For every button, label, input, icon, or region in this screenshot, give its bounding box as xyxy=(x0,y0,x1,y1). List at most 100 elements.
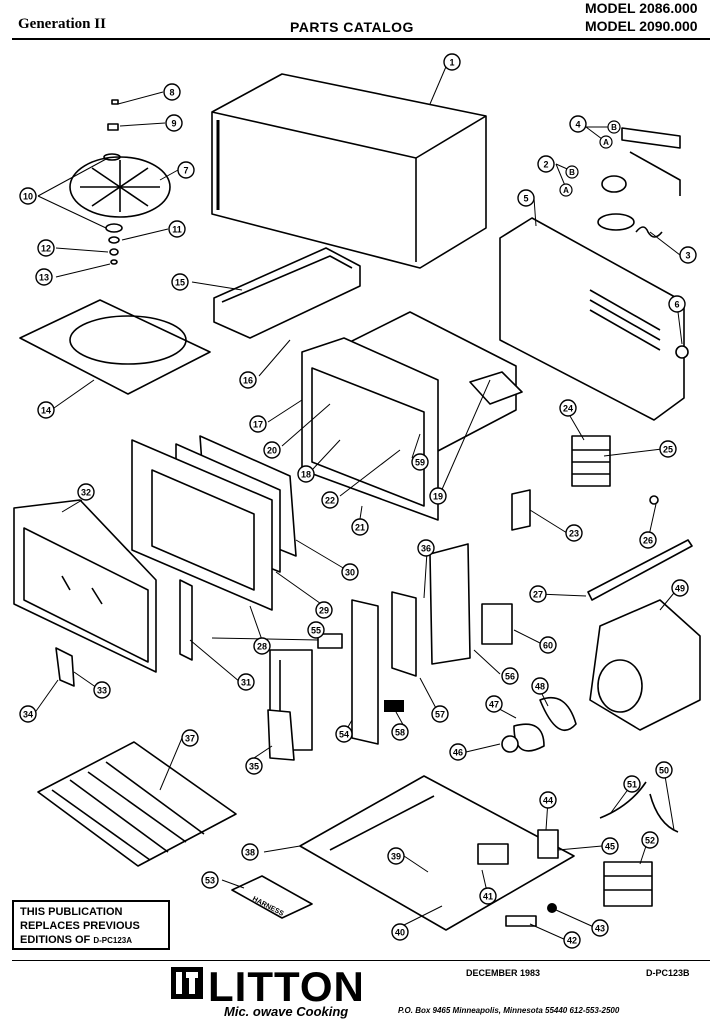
svg-text:7: 7 xyxy=(183,166,188,176)
svg-text:B: B xyxy=(611,123,617,132)
callout-37: 37 xyxy=(181,729,199,747)
callout-56: 56 xyxy=(501,667,519,685)
callout-46: 46 xyxy=(449,743,467,761)
callout-16: 16 xyxy=(239,371,257,389)
part-blower-housing xyxy=(589,599,701,731)
svg-text:44: 44 xyxy=(543,796,553,806)
svg-text:14: 14 xyxy=(41,406,51,416)
callout-2: 2 xyxy=(537,155,555,173)
svg-text:43: 43 xyxy=(595,924,605,934)
part-bracket xyxy=(621,127,681,149)
callout-1: 1 xyxy=(443,53,461,71)
svg-text:6: 6 xyxy=(674,300,679,310)
sub-label-a: A xyxy=(559,183,573,197)
notice-doc: D-PC123A xyxy=(93,936,133,945)
footer-rule xyxy=(12,960,710,961)
sub-label-b: B xyxy=(565,165,579,179)
callout-5: 5 xyxy=(517,189,535,207)
svg-text:51: 51 xyxy=(627,780,637,790)
svg-text:17: 17 xyxy=(253,420,263,430)
svg-text:29: 29 xyxy=(319,606,329,616)
callout-36: 36 xyxy=(417,539,435,557)
svg-text:59: 59 xyxy=(415,458,425,468)
svg-text:23: 23 xyxy=(569,529,579,539)
callout-27: 27 xyxy=(529,585,547,603)
part-shelf xyxy=(37,741,237,867)
callout-8: 8 xyxy=(163,83,181,101)
svg-text:38: 38 xyxy=(245,848,255,858)
svg-text:21: 21 xyxy=(355,523,365,533)
callout-10: 10 xyxy=(19,187,37,205)
callout-9: 9 xyxy=(165,114,183,132)
callout-53: 53 xyxy=(201,871,219,889)
svg-text:13: 13 xyxy=(39,273,49,283)
svg-text:11: 11 xyxy=(172,225,182,235)
part-transformer xyxy=(603,861,653,907)
svg-text:10: 10 xyxy=(23,192,33,202)
callout-25: 25 xyxy=(659,440,677,458)
svg-text:48: 48 xyxy=(535,682,545,692)
callout-47: 47 xyxy=(485,695,503,713)
brand-tagline: Mic. owave Cooking xyxy=(224,1004,349,1019)
part-stirrer-fan xyxy=(69,99,171,265)
part-duct xyxy=(213,247,361,339)
svg-text:50: 50 xyxy=(659,766,669,776)
svg-text:60: 60 xyxy=(543,641,553,651)
litton-logo-icon xyxy=(171,967,203,999)
callout-22: 22 xyxy=(321,491,339,509)
callout-45: 45 xyxy=(601,837,619,855)
callout-33: 33 xyxy=(93,681,111,699)
brand-name: LITTON xyxy=(208,963,365,1010)
svg-text:45: 45 xyxy=(605,842,615,852)
part-strip xyxy=(587,539,693,601)
callout-24: 24 xyxy=(559,399,577,417)
part-base-plate xyxy=(299,775,575,931)
svg-text:1: 1 xyxy=(449,58,454,68)
svg-text:2: 2 xyxy=(543,160,548,170)
catalog-title: PARTS CATALOG xyxy=(290,19,414,35)
svg-text:24: 24 xyxy=(563,404,573,414)
svg-text:41: 41 xyxy=(483,892,493,902)
svg-text:25: 25 xyxy=(663,445,673,455)
part-back-panel xyxy=(499,217,685,421)
svg-text:27: 27 xyxy=(533,590,543,600)
part-latch xyxy=(179,579,193,661)
callout-6: 6 xyxy=(668,295,686,313)
svg-text:57: 57 xyxy=(435,710,445,720)
callout-35: 35 xyxy=(245,757,263,775)
svg-text:55: 55 xyxy=(311,626,321,636)
svg-text:33: 33 xyxy=(97,686,107,696)
part-stirrer-cover xyxy=(19,299,211,395)
svg-text:34: 34 xyxy=(23,710,33,720)
callout-numbers: 1234567891011121314151617181920212223242… xyxy=(19,53,697,949)
model-number-1: MODEL 2086.000 xyxy=(585,0,698,16)
svg-text:16: 16 xyxy=(243,376,253,386)
model-number-2: MODEL 2090.000 xyxy=(585,18,698,34)
svg-text:26: 26 xyxy=(643,536,653,546)
svg-text:37: 37 xyxy=(185,734,195,744)
notice-line-3: EDITIONS OF D-PC123A xyxy=(20,933,162,948)
callout-11: 11 xyxy=(168,220,186,238)
callout-52: 52 xyxy=(641,831,659,849)
callout-44: 44 xyxy=(539,791,557,809)
part-panel-bracket xyxy=(391,591,417,677)
callout-40: 40 xyxy=(391,923,409,941)
callout-28: 28 xyxy=(253,637,271,655)
callout-43: 43 xyxy=(591,919,609,937)
svg-text:5: 5 xyxy=(523,194,528,204)
svg-text:3: 3 xyxy=(685,251,690,261)
part-lamp xyxy=(597,175,635,231)
notice-editions: EDITIONS OF xyxy=(20,934,91,946)
svg-text:9: 9 xyxy=(171,119,176,129)
svg-text:54: 54 xyxy=(339,730,349,740)
svg-text:35: 35 xyxy=(249,762,259,772)
callout-54: 54 xyxy=(335,725,353,743)
svg-text:4: 4 xyxy=(575,120,580,130)
svg-text:58: 58 xyxy=(395,728,405,738)
svg-text:15: 15 xyxy=(175,278,185,288)
svg-text:46: 46 xyxy=(453,748,463,758)
callout-21: 21 xyxy=(351,518,369,536)
callout-59: 59 xyxy=(411,453,429,471)
svg-text:52: 52 xyxy=(645,836,655,846)
